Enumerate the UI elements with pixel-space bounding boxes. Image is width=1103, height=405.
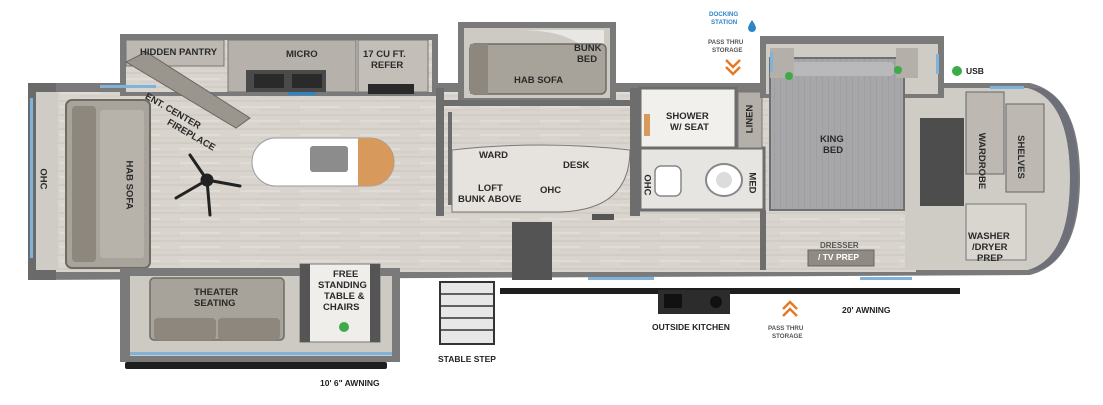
label-desk: DESK <box>563 160 590 171</box>
label-awning-right: 20' AWNING <box>842 305 891 315</box>
label-pass-top-2: STORAGE <box>712 47 743 54</box>
label-bunk-bed-1: BUNK <box>574 43 602 54</box>
awning-left <box>125 362 387 369</box>
label-king-2: BED <box>823 145 844 156</box>
label-ohc-bath: OHC <box>641 174 653 196</box>
label-stable-step: STABLE STEP <box>438 354 496 364</box>
label-refer-1: 17 CU FT. <box>363 49 406 60</box>
label-loft-2: BUNK ABOVE <box>458 194 522 205</box>
label-shelves: SHELVES <box>1014 135 1026 179</box>
label-shower-1: SHOWER <box>666 111 709 122</box>
label-hab-sofa-left: HAB SOFA <box>123 160 135 210</box>
label-micro: MICRO <box>286 49 318 60</box>
label-table-3: TABLE & <box>324 291 365 302</box>
label-hidden-pantry: HIDDEN PANTRY <box>140 47 218 58</box>
label-ohc-left: OHC <box>37 168 49 190</box>
stable-step <box>439 281 495 345</box>
label-outside-kitchen: OUTSIDE KITCHEN <box>652 322 730 332</box>
label-washer-2: /DRYER <box>972 242 1008 253</box>
pass-thru-arrow-bottom <box>782 300 798 317</box>
label-dresser-1: DRESSER <box>820 241 859 250</box>
label-washer-3: PREP <box>977 253 1003 264</box>
label-pass-bottom-2: STORAGE <box>772 333 803 340</box>
label-loft-1: LOFT <box>478 183 503 194</box>
label-ohc-mid: OHC <box>540 185 562 196</box>
label-wardrobe: WARDROBE <box>976 132 988 190</box>
label-docking-1: DOCKING <box>709 11 739 18</box>
label-hab-sofa-top: HAB SOFA <box>514 75 564 86</box>
label-bunk-bed-2: BED <box>577 54 598 65</box>
label-awning-left: 10' 6" AWNING <box>320 378 380 388</box>
pass-thru-arrow-top <box>725 59 741 76</box>
label-table-4: CHAIRS <box>323 302 360 313</box>
label-table-2: STANDING <box>318 280 367 291</box>
label-ward: WARD <box>479 150 509 161</box>
docking-station-icon <box>748 20 756 32</box>
label-med: MED <box>746 172 758 194</box>
label-king-1: KING <box>820 134 844 145</box>
label-pass-bottom-1: PASS THRU <box>768 325 804 332</box>
ceiling-fan-icon <box>174 153 242 217</box>
label-theater-1: THEATER <box>194 287 239 298</box>
label-refer-2: REFER <box>371 60 404 71</box>
label-linen: LINEN <box>744 104 756 134</box>
label-usb: USB <box>966 66 984 76</box>
king-bed <box>769 57 905 211</box>
label-theater-2: SEATING <box>194 298 236 309</box>
label-table-1: FREE <box>333 269 359 280</box>
label-washer-1: WASHER <box>968 231 1010 242</box>
label-dresser-2: / TV PREP <box>818 252 860 262</box>
usb-icon <box>952 66 962 76</box>
label-pass-top-1: PASS THRU <box>708 39 744 46</box>
label-shower-2: W/ SEAT <box>670 122 709 133</box>
label-docking-2: STATION <box>711 19 738 26</box>
